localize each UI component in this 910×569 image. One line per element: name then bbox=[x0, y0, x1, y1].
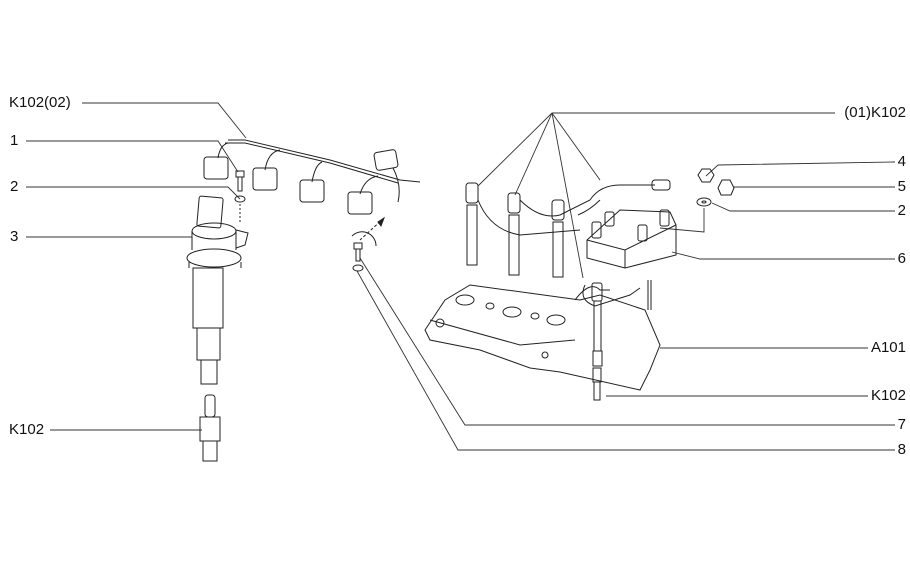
label-spark-plug-right: K102 bbox=[870, 387, 906, 404]
label-coil-pack-6: 6 bbox=[897, 250, 906, 267]
label-washer-2: 2 bbox=[10, 178, 19, 195]
cylinder-head-drawing bbox=[424, 280, 661, 401]
wiring-harness-drawing bbox=[203, 139, 421, 247]
label-washer-8: 8 bbox=[897, 441, 906, 458]
coil-pack-drawing bbox=[586, 209, 677, 269]
label-ht-leads: (01)K102 bbox=[844, 104, 906, 121]
ignition-coil-drawing bbox=[186, 195, 249, 385]
spark-plug-left-drawing bbox=[199, 394, 221, 462]
label-bolt-7: 7 bbox=[897, 416, 906, 433]
bolt-1-drawing bbox=[234, 170, 246, 222]
label-washer-2-right: 2 bbox=[897, 202, 906, 219]
ht-leads-drawing bbox=[465, 179, 671, 278]
leader-lines bbox=[26, 102, 896, 451]
label-coil-3: 3 bbox=[10, 228, 19, 245]
label-bolt-1: 1 bbox=[10, 132, 19, 149]
bolt-7-drawing bbox=[352, 242, 364, 272]
label-spark-plug-left: K102 bbox=[9, 421, 45, 438]
label-cylinder-head: A101 bbox=[870, 339, 906, 356]
label-cap-nut-5: 5 bbox=[897, 178, 906, 195]
nuts-drawing bbox=[696, 168, 735, 207]
label-harness: K102(02) bbox=[9, 94, 71, 111]
label-nut-4: 4 bbox=[897, 153, 906, 170]
